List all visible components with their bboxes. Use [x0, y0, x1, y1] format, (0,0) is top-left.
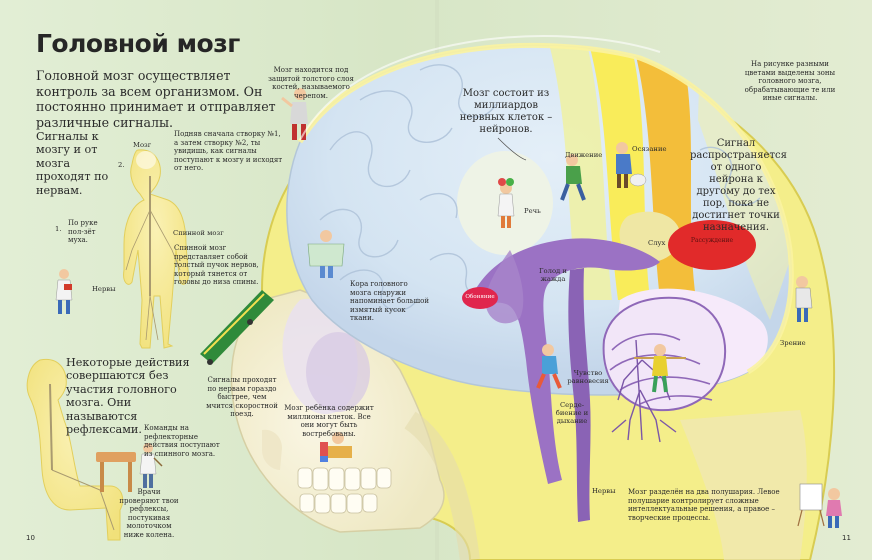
page-number-left: 10: [26, 534, 35, 542]
spinal-desc: Спинной мозг представляет собой толстый …: [174, 244, 259, 287]
skull-note: Мозг находится под защитой толстого слоя…: [268, 66, 354, 100]
brain: [286, 42, 794, 522]
intro-paragraph: Головной мозг осуществляет контроль за в…: [36, 68, 276, 131]
cortex-note: Кора головного мозга снаружи напоминает …: [350, 280, 429, 323]
step-number-2: 2.: [118, 161, 125, 169]
heartbeat-label: Серде- биение и дыхание: [555, 401, 589, 425]
nerves-label-left: Нервы: [92, 285, 116, 293]
spinal-label: Спинной мозг: [173, 229, 224, 237]
speech-label: Речь: [524, 207, 541, 215]
child-brain-note: Мозг ребёнка содержит миллионы клеток. В…: [284, 404, 374, 438]
page-title: Головной мозг: [36, 29, 240, 58]
train: [200, 290, 274, 365]
movement-label: Движение: [565, 151, 603, 159]
signals-caption: Сигналы к мозгу и от мозга проходят по н…: [36, 130, 109, 197]
hemisphere-note: Мозг разделён на два полушария. Левое по…: [628, 488, 780, 522]
nerves-label-right: Нервы: [592, 487, 616, 495]
vision-label: Зрение: [780, 339, 806, 347]
kid-figures: [55, 88, 842, 528]
signal-caption: Сигнал распространяется от одного нейрон…: [690, 138, 787, 233]
touch-label: Осязание: [632, 145, 667, 153]
reflex-note: Команды на рефлекторные действия поступа…: [144, 424, 220, 458]
smell-label: Обоняние: [465, 294, 495, 300]
step-number-1: 1.: [55, 225, 62, 233]
hunger-label: Голод и жажда: [539, 267, 567, 283]
body-figure: [123, 149, 189, 349]
flaps-note: Подняв сначала створку №1, а затем створ…: [174, 130, 283, 173]
brain-label: Мозг: [133, 141, 152, 149]
arm-label: По руке пол-зёт муха.: [68, 219, 98, 245]
reasoning-label: Рассуждение: [690, 237, 734, 244]
reflex-caption: Некоторые действия совершаются без участ…: [66, 356, 190, 437]
color-note: На рисунке разными цветами выделены зоны…: [744, 60, 836, 103]
train-note: Сигналы проходят по нервам гораздо быстр…: [206, 376, 278, 419]
seated-figure: [26, 358, 136, 541]
cells-caption: Мозг состоит из миллиардов нервных клето…: [459, 88, 553, 135]
page-number-right: 11: [842, 534, 851, 542]
balance-label: Чувство равновесия: [567, 369, 609, 385]
doctor-note: Врачи проверяют твои рефлексы, постукива…: [119, 488, 179, 539]
hearing-label: Слух: [648, 239, 666, 247]
